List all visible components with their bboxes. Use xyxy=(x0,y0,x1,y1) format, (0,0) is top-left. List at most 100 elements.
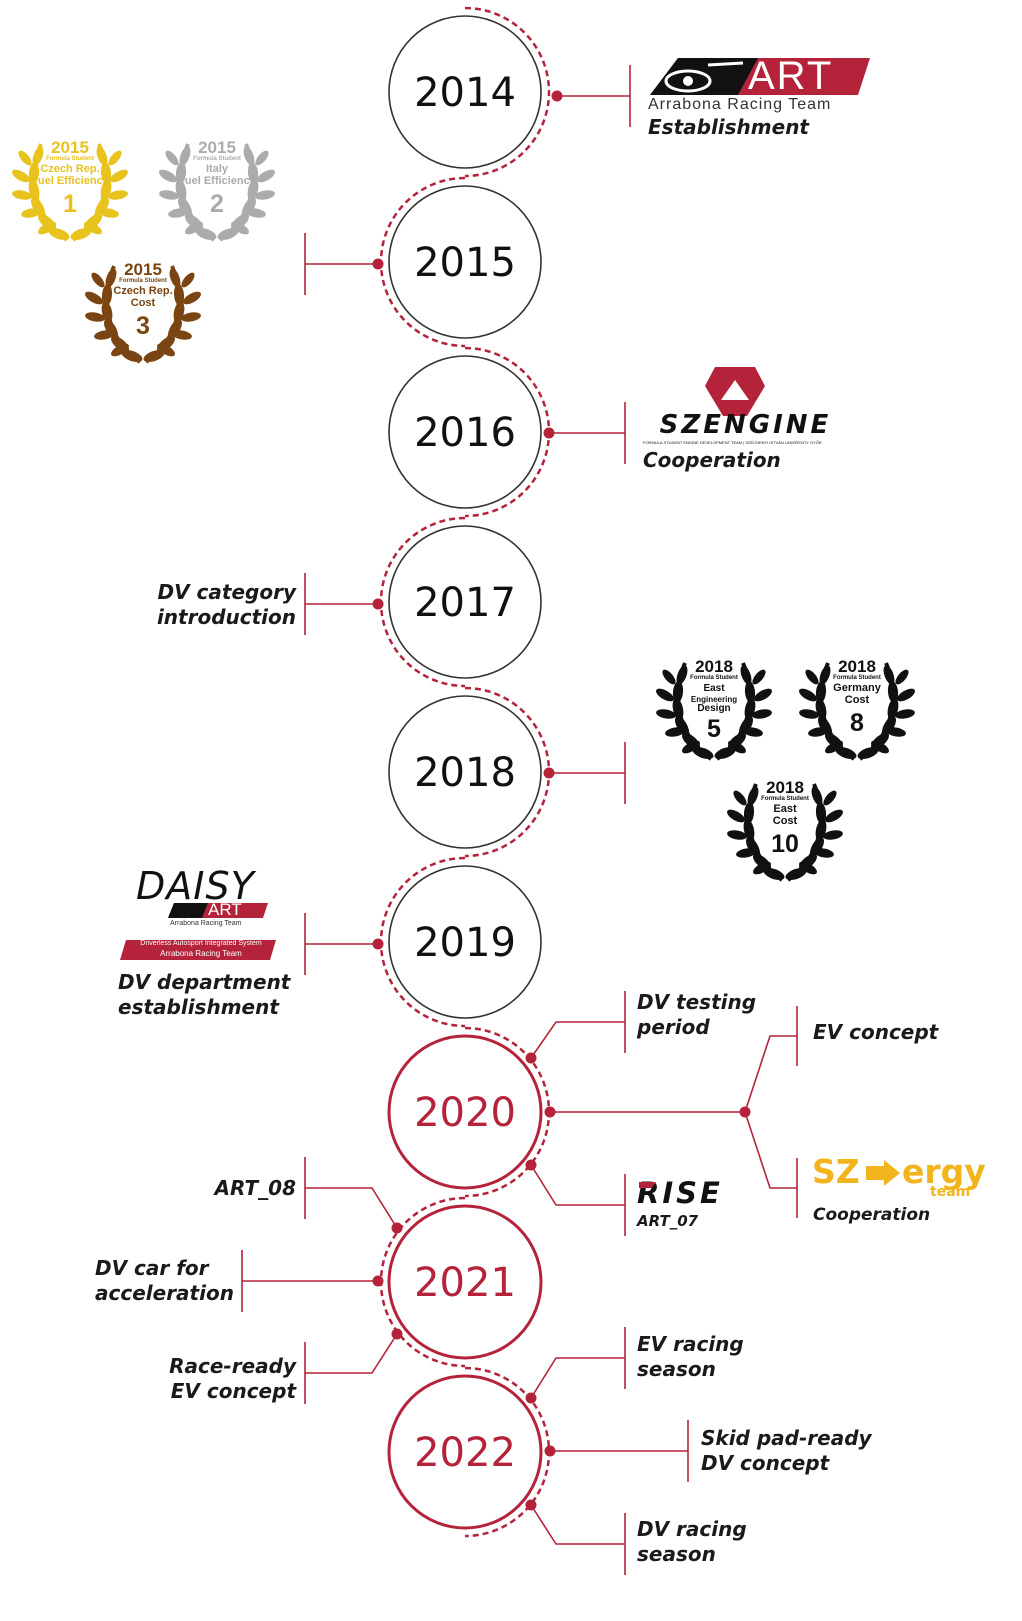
connector-dot xyxy=(391,1222,403,1234)
daisy-emblem xyxy=(120,903,276,960)
year-circle xyxy=(388,695,542,849)
szenergy-team: team xyxy=(930,1184,971,1200)
art-logo-mark xyxy=(650,58,870,95)
award-line2: Engineering xyxy=(690,695,738,704)
label-line: Skid pad-ready xyxy=(701,1426,872,1450)
label-ev-racing: EV racing season xyxy=(637,1332,744,1382)
year-label: 2017 xyxy=(414,580,516,626)
label-dv-testing: DV testing period xyxy=(637,990,756,1040)
label-dv-department: DV department establishment xyxy=(118,970,290,1020)
rise-accent-mark xyxy=(639,1182,656,1188)
label-line: EV racing xyxy=(637,1332,744,1356)
connector-dot xyxy=(543,427,555,439)
year-label: 2019 xyxy=(414,920,516,966)
award-year: 2018 xyxy=(838,657,876,676)
year-circle xyxy=(388,355,542,509)
connector-dot xyxy=(372,598,384,610)
connector-line xyxy=(744,1035,797,1113)
label-race-ready: Race-ready EV concept xyxy=(126,1354,296,1404)
label-line: DV racing xyxy=(637,1517,747,1541)
award-rank: 3 xyxy=(136,312,150,340)
award-line3: Design xyxy=(697,703,731,714)
label-line: Race-ready xyxy=(169,1354,296,1378)
award-line2: Cost xyxy=(844,694,870,706)
label-cooperation-2020: Cooperation xyxy=(813,1205,931,1225)
connector-line xyxy=(744,1111,797,1189)
connector-line xyxy=(530,1504,625,1545)
year-label: 2016 xyxy=(414,410,516,456)
label-line: DV testing xyxy=(637,990,757,1014)
daisy-banner-line2: Arrabona Racing Team xyxy=(160,949,242,958)
award-year: 2015 xyxy=(198,138,236,157)
year-circle xyxy=(388,185,542,339)
connector-line xyxy=(530,1357,625,1399)
award-line1: East xyxy=(703,683,725,694)
connector-dot xyxy=(551,90,563,102)
daisy-art: ART xyxy=(208,900,242,919)
label-art07: ART_07 xyxy=(637,1212,699,1230)
award-line2: Fuel Efficiency xyxy=(178,175,256,187)
art-logo-subtitle: Arrabona Racing Team xyxy=(648,96,832,113)
award-rank: 1 xyxy=(63,190,77,218)
award-line1: East xyxy=(773,803,797,815)
year-label: 2021 xyxy=(414,1260,516,1306)
award-rank: 2 xyxy=(210,190,224,218)
award-line2: Cost xyxy=(130,297,156,309)
connector-line xyxy=(305,1187,398,1229)
connectors xyxy=(241,65,798,1575)
connector-dot xyxy=(372,258,384,270)
award-fs: Formula Student xyxy=(119,278,167,284)
label-line: introduction xyxy=(156,605,296,629)
daisy-banner-line1: Driverless Autosport Integrated System xyxy=(140,940,262,947)
szenergy-sz: SZ xyxy=(812,1152,860,1191)
daisy-art-sub: Arrabona Racing Team xyxy=(170,920,242,927)
connector-dot xyxy=(525,1499,537,1511)
rise-name: RISE xyxy=(637,1176,723,1210)
connector-dot xyxy=(525,1392,537,1404)
label-line: DV department xyxy=(118,970,291,994)
year-circle xyxy=(388,525,542,679)
year-label: 2022 xyxy=(414,1430,516,1476)
award-fs: Formula Student xyxy=(761,796,809,802)
label-line: season xyxy=(637,1357,716,1381)
award-2015-italy-fuel: 2015 Formula Student Italy Fuel Efficien… xyxy=(152,136,282,246)
award-2018-east-cost: 2018 Formula Student East Cost 10 xyxy=(720,776,850,886)
szengine-logo: SZENGINE FORMULA STUDENT ENGINE DEVELOPM… xyxy=(643,364,848,448)
award-2015-czech-fuel: 2015 Formula Student Czech Rep. Fuel Eff… xyxy=(5,136,135,246)
connector-line xyxy=(305,1333,398,1374)
award-line1: Italy xyxy=(205,163,228,175)
connector-dots xyxy=(372,90,751,1511)
year-circle xyxy=(388,15,542,169)
year-circle xyxy=(388,865,542,1019)
award-line1: Czech Rep. xyxy=(113,285,173,297)
award-2018-east-design: 2018 Formula Student East Engineering De… xyxy=(649,655,779,765)
connector-dot xyxy=(544,1445,556,1457)
szengine-emblem xyxy=(705,367,765,416)
year-label: 2020 xyxy=(414,1090,516,1136)
label-line: period xyxy=(637,1015,710,1039)
label-line: DV category xyxy=(157,580,296,604)
connector-dot xyxy=(372,938,384,950)
award-line1: Czech Rep. xyxy=(40,163,100,175)
connector-line xyxy=(530,1164,625,1206)
year-circle xyxy=(387,1374,543,1530)
szengine-name: SZENGINE xyxy=(659,410,832,440)
year-label: 2018 xyxy=(414,750,516,796)
award-fs: Formula Student xyxy=(690,675,738,681)
dashed-arc xyxy=(464,6,551,178)
label-line: EV concept xyxy=(170,1379,296,1403)
year-label: 2014 xyxy=(414,70,516,116)
connector-dot xyxy=(372,1275,384,1287)
connector-dot xyxy=(544,1106,556,1118)
award-fs: Formula Student xyxy=(833,675,881,681)
szenergy-arrow-icon xyxy=(866,1160,900,1186)
connector-dot xyxy=(391,1328,403,1340)
award-fs: Formula Student xyxy=(193,156,241,162)
szengine-tagline: FORMULA STUDENT ENGINE DEVELOPMENT TEAM … xyxy=(643,440,822,445)
award-rank: 5 xyxy=(707,715,721,743)
award-line1: Germany xyxy=(833,682,881,694)
szenergy-logo: SZ ergy team xyxy=(812,1152,990,1202)
label-dv-car: DV car for acceleration xyxy=(95,1256,234,1306)
